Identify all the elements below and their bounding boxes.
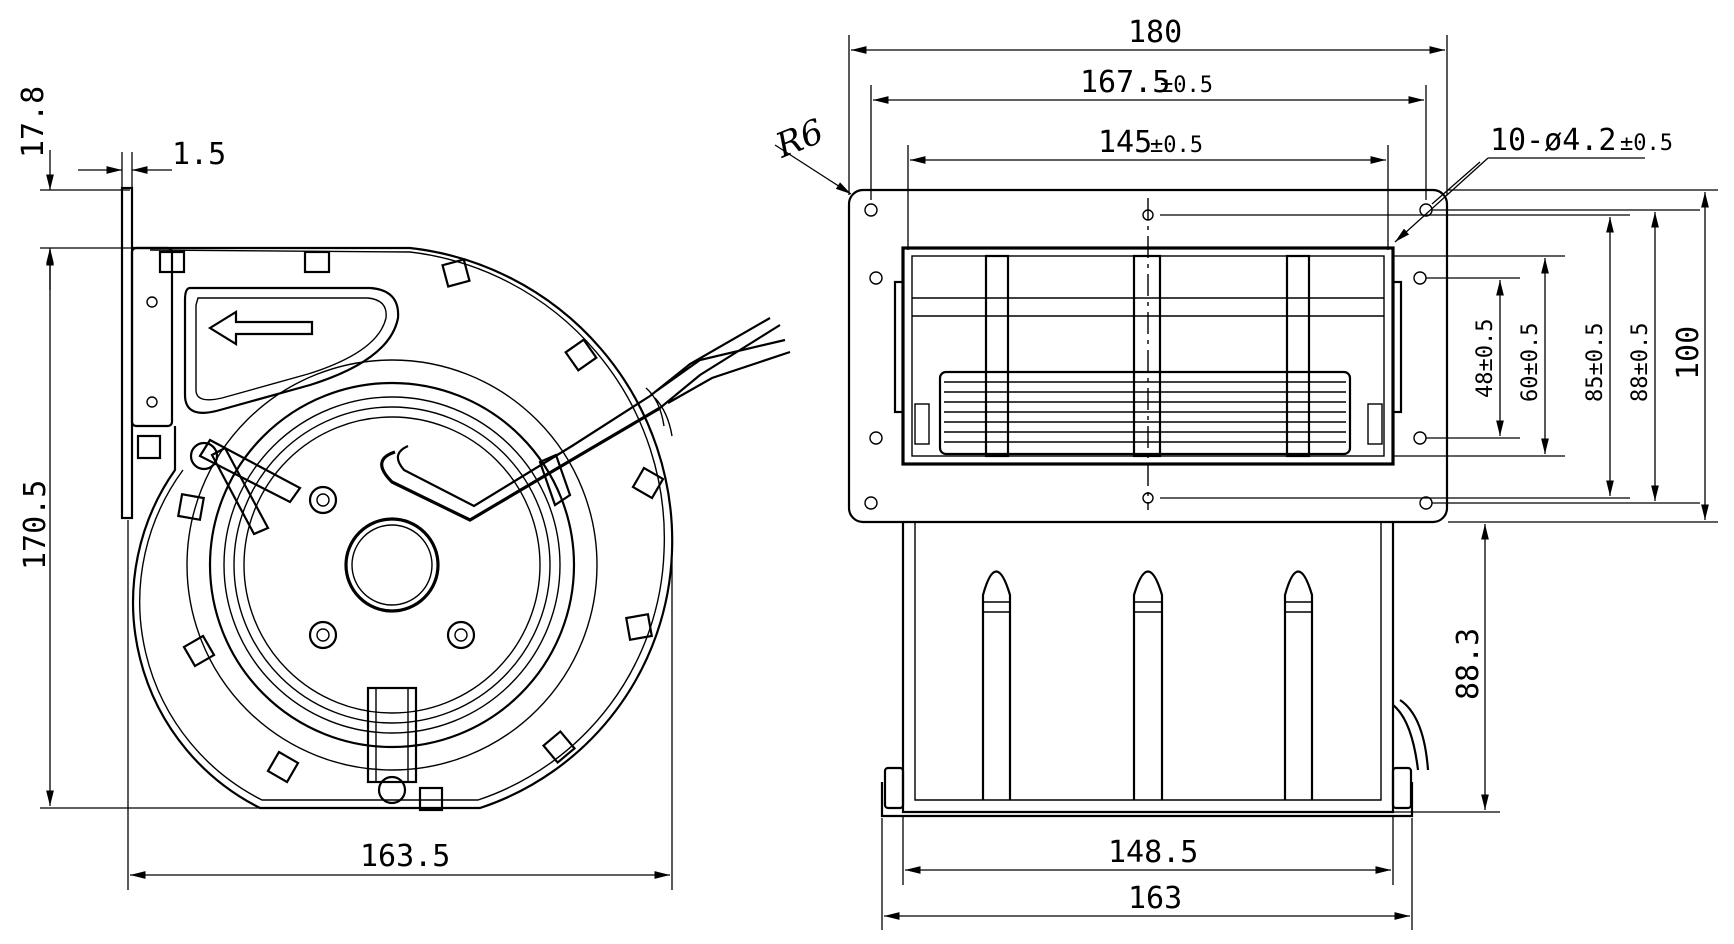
- rotation-arrow-plate: [183, 286, 400, 414]
- outlet-opening: [893, 198, 1403, 510]
- dim-60-label: 60±0.5: [1518, 323, 1543, 402]
- dim-100-label: 100: [1671, 326, 1706, 380]
- dim-167-5: 167.5 ±0.5: [870, 65, 1427, 200]
- mount-hole: [864, 496, 878, 510]
- dim-vertical-right: 48±0.5 60±0.5 85±0.5 88±0.5 100 88.3: [1160, 189, 1718, 813]
- dim-holes: 10-ø4.2 ±0.5: [1394, 123, 1673, 243]
- dim-148-5: 148.5: [902, 815, 1394, 885]
- dim-180-label: 180: [1128, 15, 1182, 50]
- screw-icon: [308, 485, 338, 515]
- screw-icon: [189, 441, 219, 471]
- screw-icon: [308, 620, 338, 650]
- dim-145-label: 145: [1098, 125, 1152, 160]
- dim-88-3-label: 88.3: [1451, 628, 1486, 700]
- housing-body: [880, 522, 1430, 818]
- dim-r6: R6: [769, 112, 852, 195]
- rotation-arrow-icon: [207, 310, 314, 346]
- dim-167-5-label: 167.5: [1080, 65, 1170, 100]
- dim-167-5-tol: ±0.5: [1160, 73, 1213, 98]
- cable-brackets: [198, 438, 418, 784]
- dim-88-label: 88±0.5: [1628, 323, 1653, 402]
- dim-145: 145 ±0.5: [907, 125, 1389, 250]
- dim-163: 163: [881, 818, 1413, 930]
- dim-1-5-label: 1.5: [172, 137, 226, 172]
- screw-icon: [446, 620, 476, 650]
- dim-163-5-label: 163.5: [360, 839, 450, 874]
- mounting-flange: [120, 186, 174, 520]
- dim-1-5: 1.5: [78, 137, 226, 188]
- mount-hole: [1413, 431, 1427, 445]
- motor-rings: [186, 359, 598, 771]
- screw-icon: [377, 775, 407, 805]
- mount-hole: [1413, 271, 1427, 285]
- dim-170-5: 170.5: [18, 250, 260, 809]
- dim-85-label: 85±0.5: [1583, 323, 1608, 402]
- dim-148-5-label: 148.5: [1108, 835, 1198, 870]
- housing-clips: [136, 250, 665, 812]
- shaft-hub: [344, 517, 440, 613]
- dim-170-5-label: 170.5: [18, 480, 53, 570]
- right-view: 180 167.5 ±0.5 145 ±0.5 R6 10-: [769, 15, 1718, 930]
- dim-holes-tol: ±0.5: [1620, 131, 1673, 156]
- mount-hole: [869, 431, 883, 445]
- motor-screws: [189, 441, 476, 805]
- power-cable: [380, 317, 791, 522]
- dim-48-label: 48±0.5: [1473, 319, 1498, 398]
- dim-180: 180: [848, 15, 1448, 195]
- mount-hole: [1419, 496, 1433, 510]
- dim-17-8: 17.8: [16, 86, 145, 290]
- dim-163-label: 163: [1128, 881, 1182, 916]
- dim-163-5: 163.5: [127, 520, 673, 890]
- dim-r6-label: R6: [769, 112, 829, 167]
- mount-hole: [869, 271, 883, 285]
- blower-housing: [132, 246, 674, 810]
- dim-145-tol: ±0.5: [1150, 133, 1203, 158]
- dim-17-8-label: 17.8: [16, 86, 51, 158]
- mount-hole: [864, 203, 878, 217]
- dim-holes-label: 10-ø4.2: [1490, 123, 1616, 158]
- left-view: 17.8 1.5 170.5 163.5: [16, 86, 791, 890]
